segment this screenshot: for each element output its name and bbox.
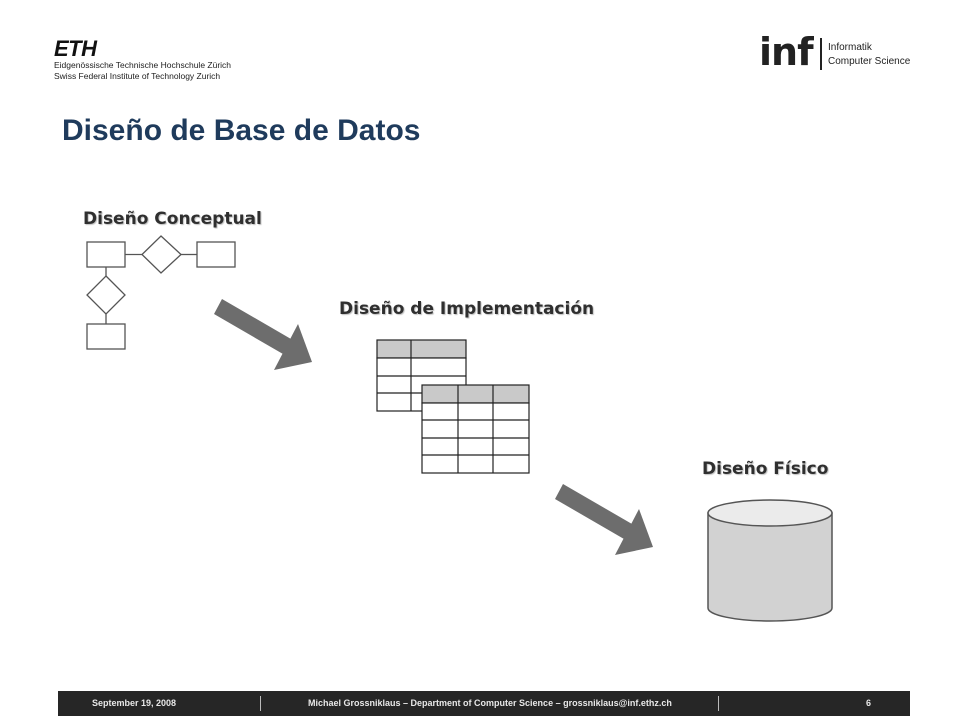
inf-logo-divider (820, 38, 822, 70)
eth-logo-line1: Eidgenössische Technische Hochschule Zür… (54, 60, 232, 70)
er-entity-box (86, 323, 126, 350)
stage-label-physical: Diseño Físico (702, 459, 829, 479)
er-entity-box (196, 241, 236, 268)
footer-date: September 19, 2008 (92, 698, 177, 708)
arrow-down-right-icon (214, 299, 312, 370)
stage-label-implementation: Diseño de Implementación (339, 299, 595, 319)
footer-separator (260, 696, 261, 711)
inf-logo-word: inf (759, 30, 814, 74)
inf-logo-line2: Computer Science (828, 56, 911, 67)
stage-label-conceptual: Diseño Conceptual (83, 209, 262, 229)
er-entity-box (86, 241, 126, 268)
eth-logo-line2: Swiss Federal Institute of Technology Zu… (54, 71, 221, 81)
database-cylinder-icon (707, 499, 833, 622)
eth-logo-word: ETH (54, 36, 97, 61)
footer-separator (718, 696, 719, 711)
er-relationship-diamond (141, 235, 182, 274)
er-relationship-diamond (86, 275, 126, 315)
inf-logo-line1: Informatik (828, 42, 872, 53)
arrow-down-right-icon (555, 484, 653, 555)
slide-footer: September 19, 2008 Michael Grossniklaus … (58, 691, 910, 716)
slide-title: Diseño de Base de Datos (62, 114, 421, 147)
eth-logo: ETH Eidgenössische Technische Hochschule… (54, 38, 231, 82)
footer-author: Michael Grossniklaus – Department of Com… (308, 698, 672, 708)
footer-page-number: 6 (866, 698, 872, 708)
er-diagram-icon (86, 235, 236, 350)
table-icon (421, 384, 530, 474)
